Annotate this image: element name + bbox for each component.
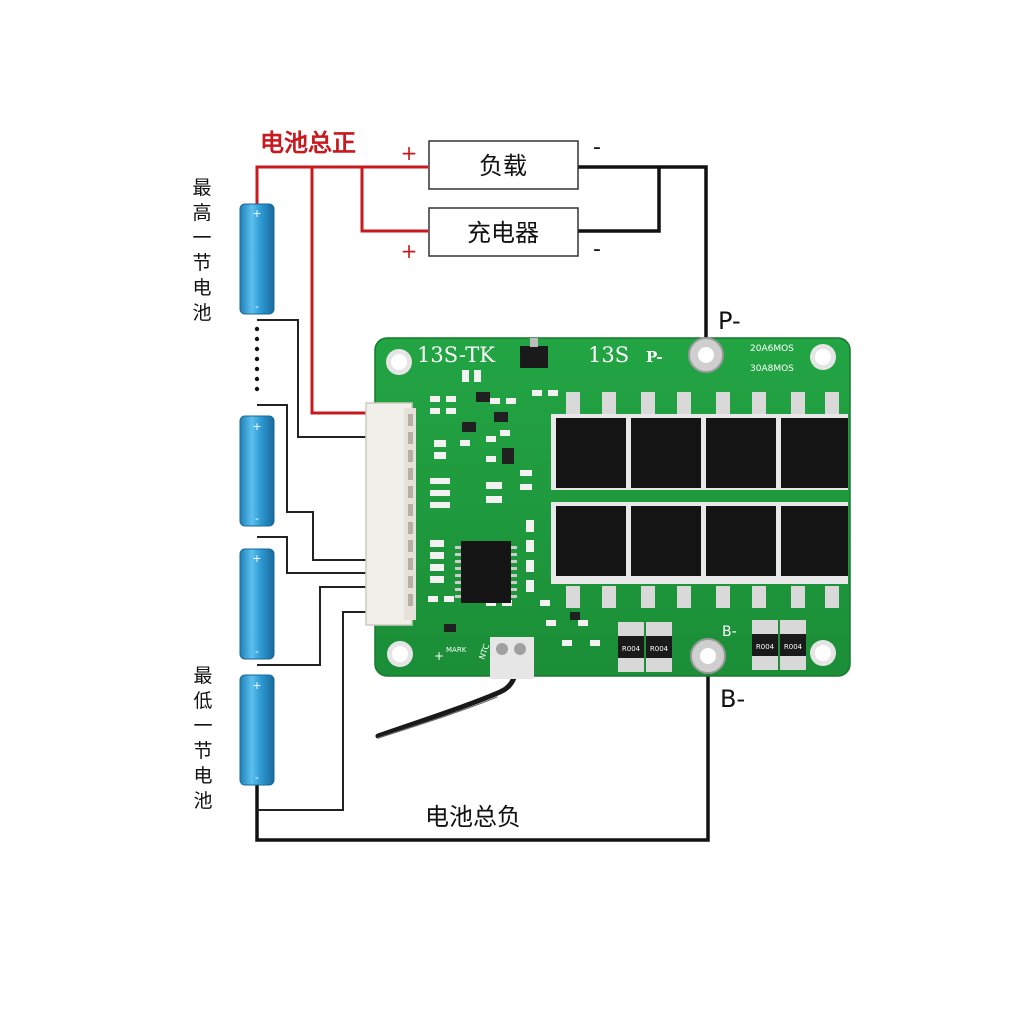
mosfet-divider-strip (551, 490, 848, 502)
mosfet (631, 506, 701, 608)
lowest-cell-char: 一 (193, 715, 212, 737)
mos-rating-line1: 20A6MOS (750, 344, 794, 354)
highest-cell-char: 电 (192, 277, 211, 299)
bms-ic-chip (455, 541, 517, 603)
charger-box: 充电器 (428, 207, 579, 257)
battery-cell-bottom: + - (239, 674, 275, 786)
charger-minus-mark: - (593, 237, 601, 262)
shunt-resistor-code: R004 (650, 645, 669, 653)
highest-cell-label: 最 高 一 节 电 池 (192, 177, 211, 324)
load-minus-mark: - (593, 135, 601, 160)
mounting-hole (810, 344, 836, 370)
shunt-resistor: R004 (646, 622, 672, 672)
board-plus-silkscreen: + (434, 649, 444, 663)
board-p-pad-silkscreen: P- (646, 348, 663, 366)
lowest-cell-char: 低 (193, 690, 212, 712)
shunt-resistor-code: R004 (622, 645, 641, 653)
lowest-cell-char: 池 (193, 790, 212, 812)
balance-connector (365, 402, 416, 626)
mosfet (556, 392, 626, 488)
board-series-silkscreen: 13S (588, 343, 629, 367)
lowest-cell-char: 最 (193, 665, 212, 687)
charger-label: 充电器 (467, 219, 539, 247)
top-transistor (520, 346, 548, 368)
balance-sense-wires (257, 319, 368, 811)
highest-cell-char: 池 (192, 302, 211, 324)
mark-silkscreen: MARK (446, 646, 467, 654)
cell-plus-mark: + (252, 679, 261, 692)
board-b-pad-silkscreen: B- (722, 624, 737, 640)
mosfet (706, 392, 776, 488)
cell-minus-mark: - (255, 512, 259, 525)
cell-plus-mark: + (252, 207, 261, 220)
shunt-resistor: R004 (618, 622, 644, 672)
b-minus-pad (690, 638, 726, 674)
highest-cell-char: 高 (192, 202, 211, 224)
cell-plus-mark: + (252, 552, 261, 565)
ntc-solder-pads (490, 637, 534, 679)
mosfet (781, 392, 848, 488)
battery-cell: + - (239, 415, 275, 527)
mos-rating-line2: 30A8MOS (750, 364, 794, 374)
lowest-cell-label: 最 低 一 节 电 池 (193, 665, 212, 812)
charger-plus-mark: + (401, 239, 418, 263)
mounting-hole (387, 641, 413, 667)
p-minus-label: P- (718, 307, 741, 335)
mosfet (631, 392, 701, 488)
mosfet (706, 506, 776, 608)
shunt-resistor: R004 (780, 620, 806, 670)
load-label: 负载 (479, 152, 527, 180)
mounting-hole (386, 349, 412, 375)
top-transistor-tab (530, 338, 538, 347)
cell-minus-mark: - (255, 771, 259, 784)
b-minus-label: B- (720, 685, 745, 713)
cell-plus-mark: + (252, 420, 261, 433)
cell-minus-mark: - (255, 300, 259, 313)
highest-cell-char: 一 (192, 227, 211, 249)
battery-total-positive-label: 电池总正 (260, 129, 356, 157)
battery-total-negative-label: 电池总负 (425, 803, 521, 831)
board-model-silkscreen: 13S-TK (417, 343, 495, 367)
mosfet (781, 506, 848, 608)
mounting-hole (810, 640, 836, 666)
mosfet (556, 506, 626, 608)
cell-minus-mark: - (255, 645, 259, 658)
shunt-resistor-code: R004 (784, 643, 803, 651)
smd-dark-components (444, 392, 580, 632)
lowest-cell-char: 电 (193, 765, 212, 787)
lowest-cell-char: 节 (193, 740, 212, 762)
battery-cell: + - (239, 548, 275, 660)
highest-cell-char: 节 (192, 252, 211, 274)
load-plus-mark: + (401, 141, 418, 165)
p-minus-pad (688, 337, 724, 373)
shunt-resistor: R004 (752, 620, 778, 670)
cell-ellipsis-dots (254, 326, 260, 392)
positive-wiring (255, 165, 428, 415)
battery-cell-top: + - (239, 203, 275, 315)
shunt-resistor-code: R004 (756, 643, 775, 651)
bms-pcb-board: 13S-TK 13S P- 20A6MOS 30A8MOS B- NTC MAR… (365, 337, 851, 679)
load-box: 负载 (428, 140, 579, 190)
negative-wiring (255, 165, 710, 842)
highest-cell-char: 最 (192, 177, 211, 199)
